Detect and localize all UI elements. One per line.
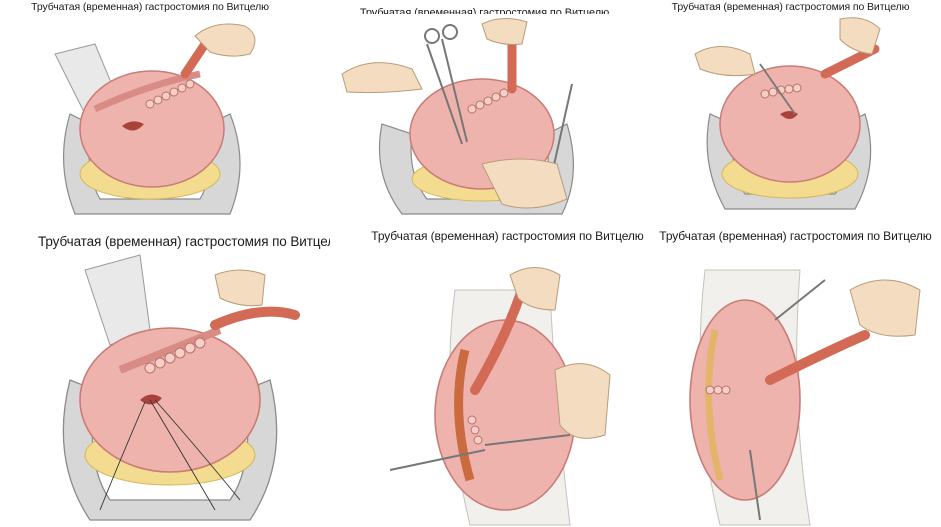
step-2-panel: Трубчатая (временная) гастростомия по Ви… [332,0,637,222]
step-4-caption: Трубчатая (временная) гастростомия по Ви… [38,234,330,249]
step-4-illustration [0,250,330,527]
step-3-caption: Трубчатая (временная) гастростомия по Ви… [671,1,910,13]
step-6-illustration [650,250,941,527]
step-2-illustration [332,14,637,222]
step-6-caption: Трубчатая (временная) гастростомия по Ви… [659,229,932,243]
step-1-panel: Трубчатая (временная) гастростомия по Ви… [0,0,300,222]
step-1-caption: Трубчатая (временная) гастростомия по Ви… [31,1,269,13]
step-3-panel: Трубчатая (временная) гастростомия по Ви… [640,0,941,222]
step-5-illustration [370,250,645,527]
step-5-caption: Трубчатая (временная) гастростомия по Ви… [371,229,644,243]
step-5-panel: Трубчатая (временная) гастростомия по Ви… [370,226,645,527]
step-3-illustration [640,14,941,222]
step-6-panel: Трубчатая (временная) гастростомия по Ви… [650,226,941,527]
step-4-panel: Трубчатая (временная) гастростомия по Ви… [0,226,330,527]
step-1-illustration [0,14,300,222]
